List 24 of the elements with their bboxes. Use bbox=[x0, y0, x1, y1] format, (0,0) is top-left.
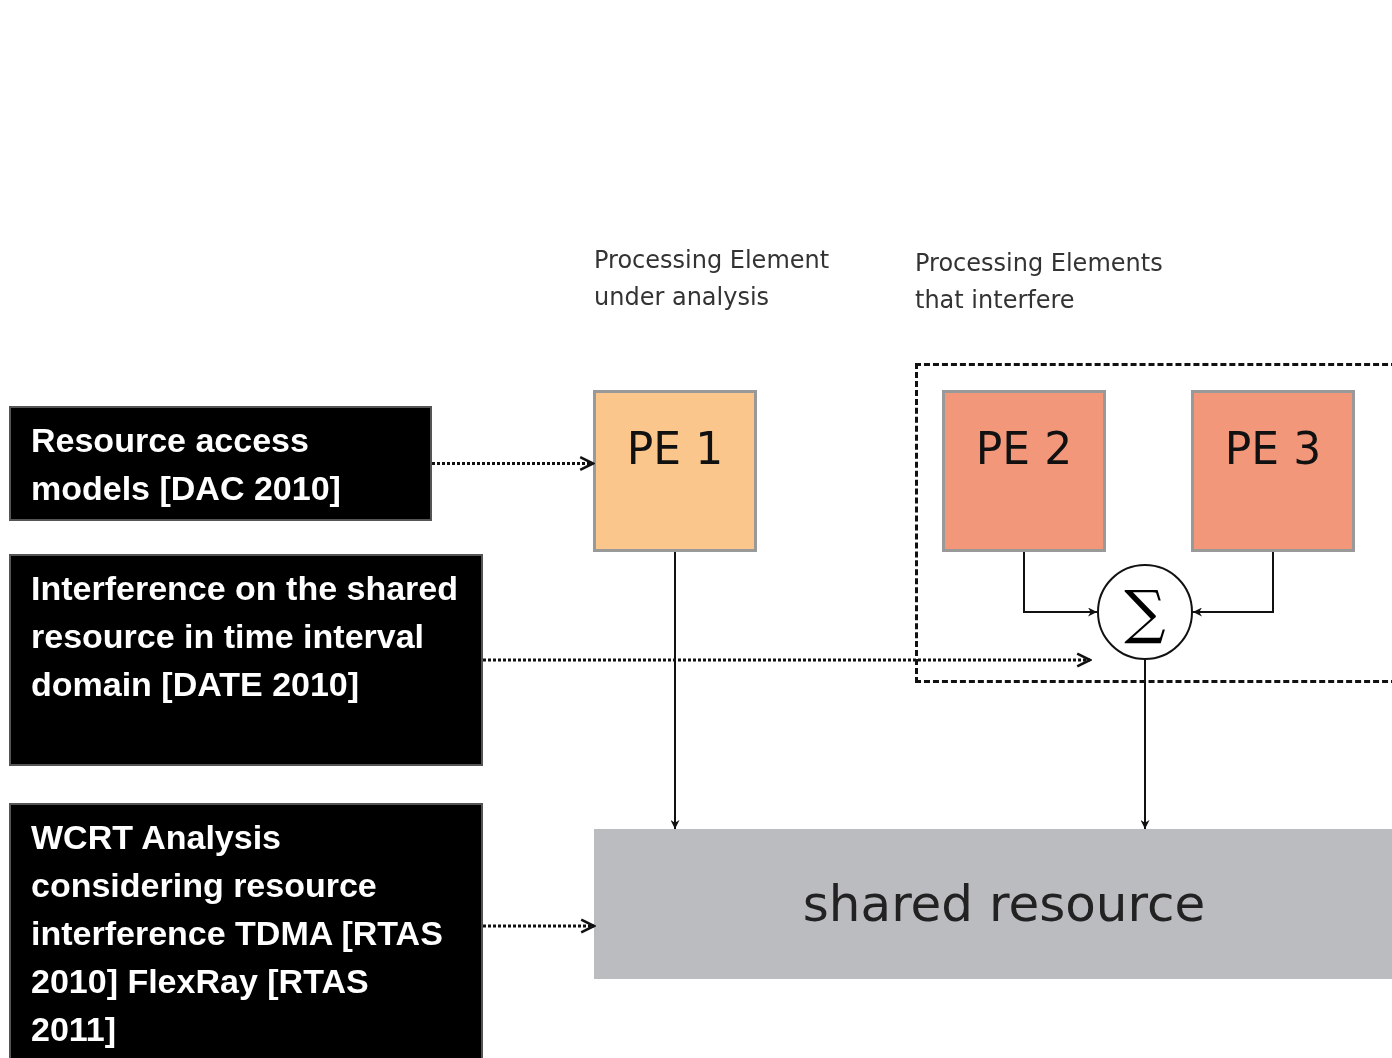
processing-element-box bbox=[593, 390, 757, 552]
processing-element-box bbox=[942, 390, 1106, 552]
arrow bbox=[1140, 659, 1150, 830]
arrow bbox=[670, 551, 680, 830]
note-box bbox=[9, 803, 483, 1058]
box-label: shared resource bbox=[802, 875, 1206, 933]
box-label: WCRT Analysis considering resource interference TDMA [RTAS 2010] FlexRay [RTAS 2011] bbox=[31, 818, 443, 1048]
group-heading: Processing Elements that interfere bbox=[915, 248, 1164, 316]
box-label: Resource access models [DAC 2010] bbox=[31, 421, 341, 507]
arrow bbox=[432, 455, 595, 472]
box-caption: Processing Element under analysis bbox=[594, 245, 831, 313]
box-label: PE 3 bbox=[1224, 423, 1322, 474]
box-label: PE 2 bbox=[975, 423, 1073, 474]
arrow bbox=[483, 652, 1092, 668]
box-label: PE 1 bbox=[626, 423, 724, 474]
note-box bbox=[9, 406, 432, 521]
box-label: Interference on the shared resource in time interval domain [DATE 2010] bbox=[31, 569, 458, 703]
arrow bbox=[1192, 551, 1274, 617]
arrow bbox=[483, 918, 596, 934]
note-box bbox=[9, 554, 483, 766]
shared-resource-box bbox=[594, 829, 1392, 979]
processing-element-box bbox=[1191, 390, 1355, 552]
sum-symbol: ∑ bbox=[1124, 578, 1166, 646]
arrow bbox=[1023, 551, 1098, 617]
